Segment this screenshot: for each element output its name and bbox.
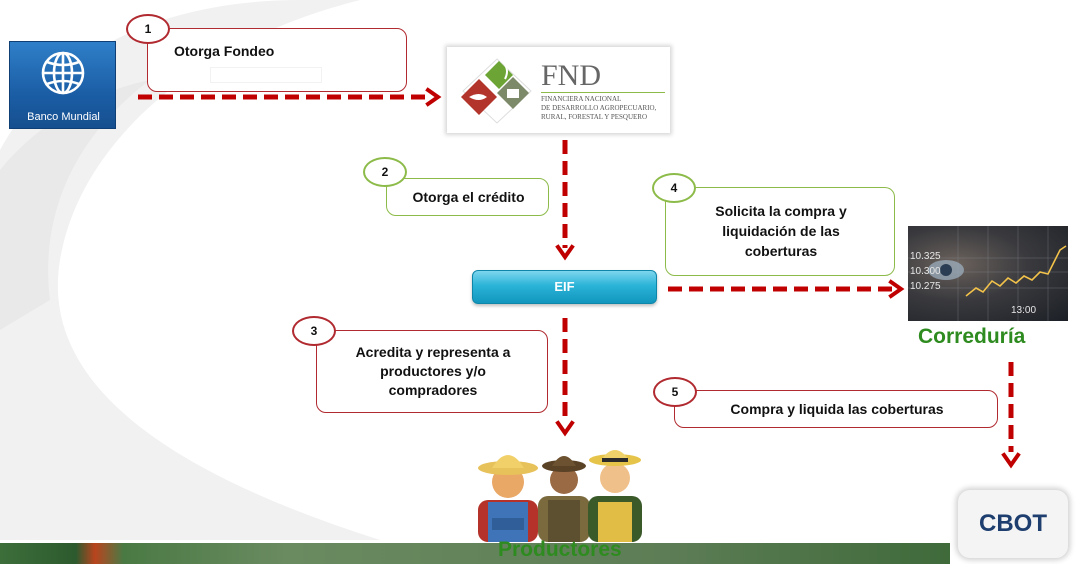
ticker-time: 13:00 [1011,305,1037,316]
ticker-value-2: 10.300 [910,266,941,277]
productores-label: Productores [498,538,622,561]
step-4-line-2: liquidación de las [722,223,840,239]
fnd-subtitle-2: DE DESARROLLO AGROPECUARIO, [541,104,657,112]
step-3-callout: Acredita y representa a productores y/o … [316,330,548,413]
cbot-box: CBOT [958,490,1068,558]
fnd-title: FND [541,59,602,92]
step-4-callout: Solicita la compra y liquidación de las … [665,187,895,276]
farmer-left [478,455,538,542]
step-3-line-1: Acredita y representa a [355,344,511,360]
step-4-line-3: coberturas [744,243,818,259]
correduria-image: 10.325 10.300 10.275 13:00 [908,226,1068,321]
step-3-number: 3 [292,316,336,346]
step-5-text: Compra y liquida las coberturas [730,401,944,417]
step-1-callout: Otorga Fondeo [147,28,407,92]
step-1-blank-field [210,67,322,83]
step-4-line-1: Solicita la compra y [715,203,847,219]
fnd-subtitle-1: FINANCIERA NACIONAL [541,95,622,103]
step-4-number: 4 [652,173,696,203]
farmer-group-icon [478,450,642,542]
step-3-line-2: productores y/o [380,363,486,379]
fnd-subtitle-3: RURAL, FORESTAL Y PESQUERO [541,113,648,121]
step-5-number: 5 [653,377,697,407]
eif-box: EIF [472,270,657,304]
ticker-value-1: 10.325 [910,251,941,262]
step-2-number: 2 [363,157,407,187]
banco-mundial-label: Banco Mundial [27,111,100,123]
banco-mundial-tile: Banco Mundial [9,41,116,129]
arrowhead-fnd [425,87,442,107]
globe-icon [41,51,85,95]
arrowhead-productores [555,420,575,437]
fnd-emblem [461,58,532,124]
stock-chart-graphic [908,226,1068,321]
arrowhead-eif [555,244,575,261]
eif-label: EIF [554,279,575,294]
step-5-callout: Compra y liquida las coberturas [674,390,998,428]
farmer-right [588,450,642,542]
step-1-number: 1 [126,14,170,44]
step-2-callout: Otorga el crédito [386,178,549,216]
bottom-band [0,543,950,564]
fnd-logo-box: FND FINANCIERA NACIONAL DE DESARROLLO AG… [447,47,670,133]
correduria-label: Correduría [918,325,1026,348]
step-1-text: Otorga Fondeo [174,43,275,59]
ticker-value-3: 10.275 [910,281,941,292]
fnd-divider [541,92,665,93]
arrowhead-correduria [888,279,905,299]
farmer-middle [538,456,590,542]
step-3-line-3: compradores [388,382,478,398]
step-2-text: Otorga el crédito [412,189,525,205]
cbot-label: CBOT [979,510,1047,537]
arrowhead-cbot [1001,452,1021,469]
